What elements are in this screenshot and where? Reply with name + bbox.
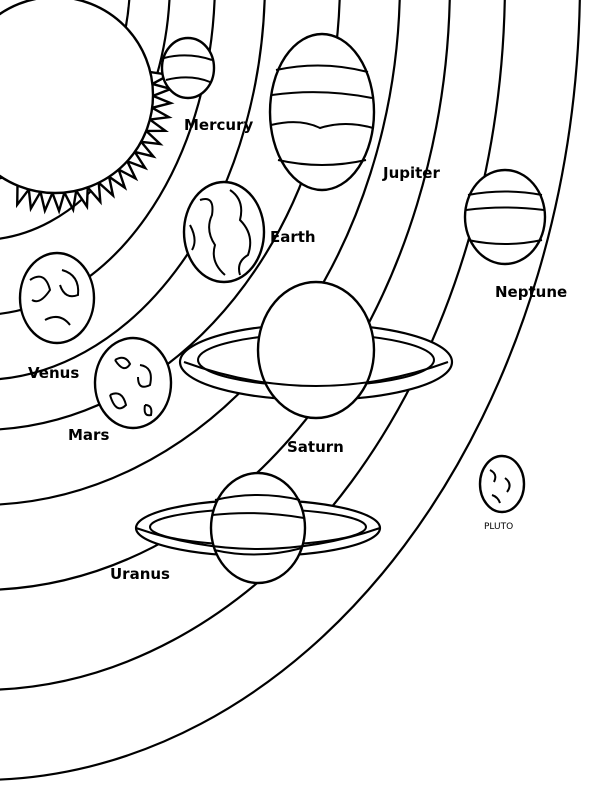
planet-mercury — [160, 36, 216, 100]
sun-body — [0, 0, 155, 195]
pluto-body — [478, 454, 526, 514]
pluto-details — [489, 469, 511, 504]
planet-uranus — [134, 471, 382, 585]
planet-jupiter — [268, 32, 376, 192]
earth-body — [182, 180, 266, 284]
neptune-body — [463, 168, 547, 266]
mercury-details — [163, 54, 213, 83]
uranus-ring-front — [135, 527, 381, 550]
label-pluto: PLUTO — [484, 522, 513, 532]
label-mars: Mars — [68, 426, 109, 444]
neptune-bands — [465, 190, 545, 245]
venus-details — [29, 269, 80, 326]
label-uranus: Uranus — [110, 565, 170, 583]
jupiter-bands — [270, 64, 374, 166]
label-venus: Venus — [28, 364, 79, 382]
earth-continents — [189, 189, 252, 276]
label-earth: Earth — [270, 228, 316, 246]
label-saturn: Saturn — [287, 438, 344, 456]
planet-pluto — [478, 454, 526, 514]
saturn-body — [256, 280, 376, 420]
planet-neptune — [463, 168, 547, 266]
uranus-body — [209, 471, 307, 585]
saturn-ring-front — [183, 361, 449, 387]
jupiter-body — [268, 32, 376, 192]
planet-venus — [18, 251, 96, 345]
label-neptune: Neptune — [495, 283, 567, 301]
sun — [0, 0, 175, 215]
mars-spots — [109, 356, 153, 417]
mars-body — [93, 336, 173, 430]
label-mercury: Mercury — [184, 116, 253, 134]
planet-saturn — [178, 280, 454, 420]
planet-earth — [182, 180, 266, 284]
label-jupiter: Jupiter — [382, 164, 440, 182]
mercury-body — [160, 36, 216, 100]
uranus-bands — [211, 494, 305, 556]
venus-body — [18, 251, 96, 345]
planet-mars — [93, 336, 173, 430]
